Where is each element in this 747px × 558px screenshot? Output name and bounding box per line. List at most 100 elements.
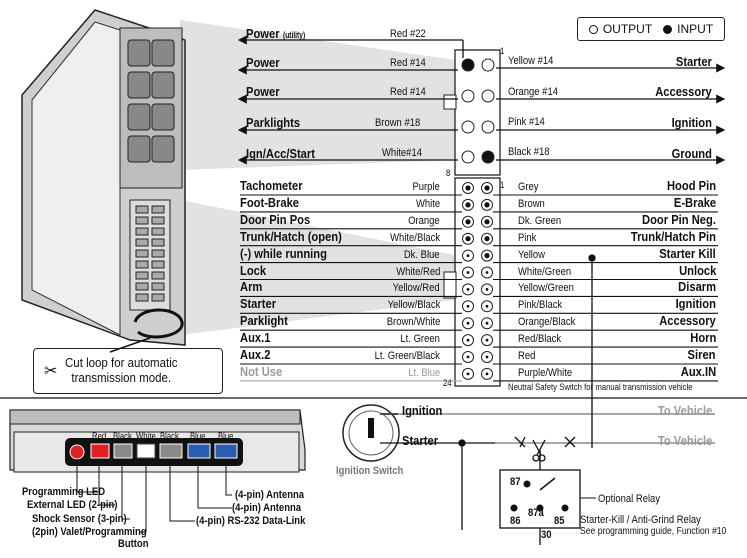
main-left-wire-11: Lt. Green/Black	[374, 350, 440, 362]
top-left-label-2: Power	[246, 55, 280, 70]
top-connector-pin-1: 1	[500, 46, 505, 56]
main-right-wire-7: Yellow/Green	[518, 282, 574, 295]
main-pin-dot-7	[465, 236, 471, 242]
top-right-label-5: Ground	[671, 146, 712, 161]
relay-pin-87a: 87a	[528, 507, 544, 519]
relay-pin-85: 85	[554, 515, 565, 527]
neutral-safety-note: Neutral Safety Switch for manual transmi…	[508, 382, 693, 392]
main-right-wire-10: Red/Black	[518, 333, 562, 346]
main-left-label-6: Lock	[240, 262, 267, 278]
main-pin-dot-22	[485, 355, 489, 359]
main-connector-pins	[462, 182, 493, 380]
main-right-label-8: Ignition	[675, 296, 716, 312]
main-left-label-3: Door Pin Pos	[240, 211, 311, 227]
to-vehicle-2: To Vehicle	[657, 433, 712, 448]
main-right-label-6: Unlock	[678, 262, 716, 278]
main-right-label-3: Door Pin Neg.	[642, 211, 716, 227]
main-pin-dot-2	[484, 185, 490, 191]
relay-pin-87: 87	[510, 476, 521, 488]
top-connector-fan	[180, 20, 455, 170]
main-pin-dot-3	[465, 202, 471, 208]
port-color-1: Red	[92, 431, 107, 441]
main-right-wire-3: Dk. Green	[518, 214, 562, 227]
cut-loop-line-1: Cut loop for automatic	[65, 356, 178, 370]
top-right-label-4: Ignition	[671, 115, 712, 130]
main-left-label-2: Foot-Brake	[240, 194, 300, 210]
main-left-wire-2: White	[415, 197, 440, 210]
main-connector-pin-24: 24	[443, 378, 452, 388]
top-left-label-5: Ign/Acc/Start	[246, 146, 315, 161]
top-left-wire-4: Brown #18	[375, 117, 421, 129]
main-pin-dot-1	[465, 185, 471, 191]
main-pin-dot-13	[466, 288, 470, 291]
module-front-view	[9, 409, 306, 473]
port-color-5: Blue	[190, 431, 206, 441]
main-right-label-12: Aux.IN	[680, 363, 716, 379]
main-pin-dot-11	[466, 271, 470, 274]
main-right-label-4: Trunk/Hatch Pin	[630, 228, 716, 244]
main-left-label-8: Starter	[240, 296, 277, 312]
alarm-module	[21, 9, 186, 353]
legend-input: INPUT	[677, 22, 714, 36]
output-dot-icon	[588, 24, 598, 34]
top-connector-pins	[461, 58, 495, 164]
main-right-wire-8: Pink/Black	[518, 299, 563, 312]
legend-output: OUTPUT	[602, 22, 653, 36]
main-right-wire-12: Purple/White	[518, 366, 573, 379]
module-port-leaders	[76, 459, 232, 533]
top-left-wire-3: Red #14	[390, 86, 426, 98]
main-left-label-5: (-) while running	[240, 245, 327, 261]
top-connector-pin-8: 8	[446, 168, 451, 178]
input-dot-icon	[663, 24, 673, 34]
main-left-wire-8: Yellow/Black	[387, 299, 440, 312]
main-left-wire-6: White/Red	[395, 265, 440, 278]
main-right-wire-1: Grey	[518, 181, 539, 193]
main-right-wire-5: Yellow	[518, 248, 546, 261]
legend-box: OUTPUT INPUT	[577, 17, 725, 41]
main-right-wire-9: Orange/Black	[518, 316, 576, 329]
top-left-wire-5: White#14	[382, 147, 422, 159]
main-pin-dot-24	[485, 372, 489, 376]
to-vehicle-1: To Vehicle	[657, 403, 712, 418]
starter-kill-wire	[588, 254, 596, 398]
wire-leader-lines	[240, 194, 718, 382]
main-right-label-1: Hood Pin	[666, 178, 716, 193]
main-left-wire-3: Orange	[408, 214, 440, 227]
main-left-wire-1: Purple	[412, 181, 440, 193]
main-right-label-7: Disarm	[678, 279, 716, 295]
label-programming-led: Programming LED	[22, 486, 106, 498]
main-right-wire-6: White/Green	[518, 265, 572, 278]
top-left-wire-1: Red #22	[390, 28, 426, 40]
optional-relay	[499, 450, 596, 545]
top-right-label-3: Accessory	[655, 84, 712, 99]
label-antenna-1: (4-pin) Antenna	[232, 502, 302, 514]
ignition-switch-label: Ignition Switch	[336, 465, 404, 477]
main-pin-dot-17	[466, 321, 470, 325]
top-right-wire-2: Yellow #14	[508, 55, 554, 67]
scissors-icon: ✂	[44, 363, 58, 380]
main-pin-dot-4	[484, 202, 490, 208]
label-rs232: (4-pin) RS-232 Data-Link	[196, 515, 306, 527]
starter-label: Starter	[402, 433, 439, 448]
main-left-wire-4: White/Black	[390, 231, 440, 244]
main-right-label-9: Accessory	[659, 313, 716, 329]
main-pin-dot-12	[485, 271, 489, 274]
main-right-label-5: Starter Kill	[659, 245, 716, 261]
relay-pin-30: 30	[541, 529, 552, 541]
port-color-6: Blue	[218, 431, 234, 441]
main-pin-dot-10	[484, 253, 490, 259]
top-right-wire-5: Black #18	[508, 146, 550, 158]
ignition-circuit-wires	[380, 398, 715, 530]
top-connector-wires	[237, 35, 726, 165]
main-pin-dot-18	[485, 321, 489, 325]
label-button: Button	[118, 538, 149, 550]
cut-loop-note: ✂ Cut loop for automatic transmission mo…	[33, 348, 223, 394]
main-pin-dot-6	[484, 219, 490, 225]
main-left-label-9: Parklight	[240, 313, 288, 329]
main-left-label-4: Trunk/Hatch (open)	[240, 228, 342, 244]
cut-loop-line-2: transmission mode.	[71, 371, 172, 385]
main-left-wire-7: Yellow/Red	[393, 282, 440, 295]
main-left-wire-5: Dk. Blue	[404, 248, 440, 261]
main-connector-fan	[180, 200, 455, 335]
